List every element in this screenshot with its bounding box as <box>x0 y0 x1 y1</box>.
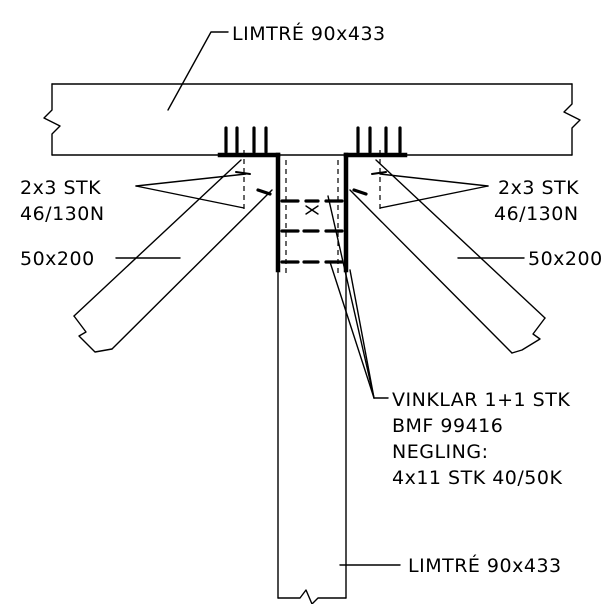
column-label: LIMTRÉ 90x433 <box>408 554 562 577</box>
glulam-beam <box>43 83 581 156</box>
right-brace <box>349 159 546 354</box>
angle-brackets <box>217 152 408 273</box>
bracket-label-line2: BMF 99416 <box>392 415 503 437</box>
glulam-column <box>277 154 347 604</box>
left-brace-label: 50x200 <box>20 248 95 270</box>
right-nails-label-line1: 2x3 STK <box>498 177 579 199</box>
left-nails-label-line2: 46/130N <box>20 203 105 225</box>
leader-lines <box>115 31 525 566</box>
bracket-label-line3: NEGLING: <box>392 441 488 463</box>
bracket-label-line4: 4x11 STK 40/50K <box>392 467 562 489</box>
bracket-label-line1: VINKLAR 1+1 STK <box>392 389 570 411</box>
right-brace-label: 50x200 <box>528 248 603 270</box>
left-beam-nails <box>224 126 268 154</box>
column-nails <box>280 199 344 264</box>
left-brace <box>73 159 273 353</box>
brace-nails <box>235 171 387 196</box>
nail-centerlines <box>243 150 381 276</box>
left-nails-label-line1: 2x3 STK <box>20 177 101 199</box>
right-nails-label-line2: 46/130N <box>494 203 579 225</box>
beam-label: LIMTRÉ 90x433 <box>232 22 386 45</box>
right-beam-nails <box>356 126 402 154</box>
